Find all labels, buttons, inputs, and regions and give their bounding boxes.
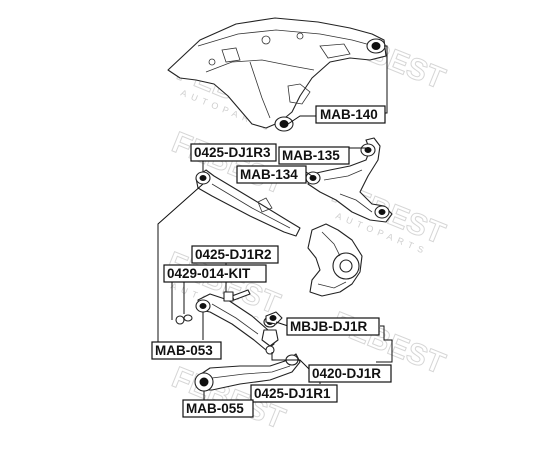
ball-joint-boot-drawing	[265, 311, 283, 325]
rear-subframe-drawing	[167, 17, 387, 132]
label-0425-dj1r1: 0425-DJ1R1	[254, 386, 331, 401]
lower-arm-drawing	[195, 293, 279, 355]
label-box-dj1r: 0420-DJ1R	[308, 364, 392, 383]
label-box-r1: 0425-DJ1R1	[250, 384, 338, 403]
lateral-arm-r2-drawing	[195, 169, 301, 237]
label-box-r2: 0425-DJ1R2	[191, 245, 279, 264]
label-box-mab140: MAB-140	[315, 105, 386, 124]
label-0420-dj1r: 0420-DJ1R	[312, 366, 381, 381]
label-0425-dj1r3: 0425-DJ1R3	[194, 145, 271, 160]
label-mab-134: MAB-134	[240, 167, 298, 182]
label-box-mab135: MAB-135	[278, 146, 350, 165]
label-box-r3: 0425-DJ1R3	[190, 143, 277, 162]
label-mab-055: MAB-055	[186, 401, 244, 416]
label-mab-135: MAB-135	[282, 148, 340, 163]
label-box-kit: 0429-014-KIT	[163, 264, 267, 283]
label-box-mab134: MAB-134	[236, 165, 307, 184]
label-box-mab053: MAB-053	[151, 341, 222, 360]
label-0429-014-kit: 0429-014-KIT	[167, 266, 251, 281]
label-box-mbjb: MBJB-DJ1R	[286, 317, 380, 336]
label-mab-053: MAB-053	[155, 343, 213, 358]
label-mab-140: MAB-140	[320, 107, 378, 122]
label-0425-dj1r2: 0425-DJ1R2	[195, 247, 272, 262]
knuckle-drawing	[307, 223, 363, 297]
label-mbjb-dj1r: MBJB-DJ1R	[290, 319, 368, 334]
bolt-kit-drawing	[175, 289, 251, 325]
upper-control-arm-drawing	[305, 137, 393, 223]
trailing-lower-link-drawing	[194, 353, 301, 392]
label-box-mab055: MAB-055	[182, 399, 254, 418]
